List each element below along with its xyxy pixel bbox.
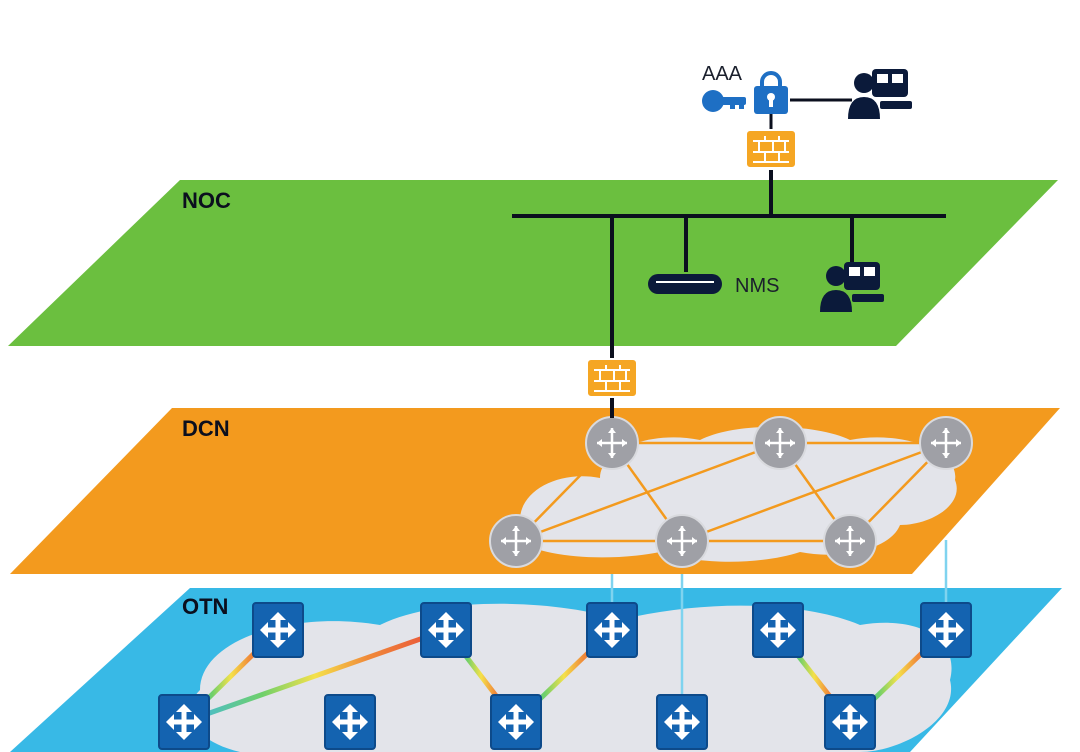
noc-layer-label: NOC (182, 188, 231, 213)
optical-switch-icon[interactable] (921, 603, 971, 657)
aaa-label: AAA (702, 63, 743, 85)
optical-switch-icon[interactable] (491, 695, 541, 749)
nms-server[interactable]: NMS (648, 274, 779, 297)
firewall-icon[interactable] (745, 129, 797, 169)
otn-layer-label: OTN (182, 594, 228, 619)
optical-switch-icon[interactable] (825, 695, 875, 749)
router-icon[interactable] (822, 513, 878, 569)
nms-label: NMS (735, 275, 779, 297)
optical-switch-icon[interactable] (421, 603, 471, 657)
optical-switch-icon[interactable] (253, 603, 303, 657)
dcn-link (515, 441, 781, 543)
aaa-access: AAA (702, 63, 912, 169)
noc-layer: NOC NMS (8, 170, 1058, 418)
dcn-layer: DCN (10, 408, 1060, 574)
router-icon[interactable] (752, 415, 808, 471)
dcn-link (681, 441, 947, 543)
router-icon[interactable] (488, 513, 544, 569)
operator-workstation-icon[interactable] (848, 69, 912, 119)
optical-switch-icon[interactable] (587, 603, 637, 657)
optical-switch-icon[interactable] (325, 695, 375, 749)
lock-icon[interactable] (754, 71, 788, 114)
noc-bus (512, 170, 946, 418)
optical-switch-icon[interactable] (753, 603, 803, 657)
server-icon (648, 274, 722, 294)
router-icon[interactable] (654, 513, 710, 569)
router-icon[interactable] (918, 415, 974, 471)
router-icon[interactable] (584, 415, 640, 471)
firewall-icon[interactable] (586, 358, 638, 398)
otn-link (183, 627, 447, 725)
optical-switch-icon[interactable] (159, 695, 209, 749)
noc-plane (8, 180, 1058, 346)
optical-switch-icon[interactable] (657, 695, 707, 749)
key-icon (702, 90, 746, 112)
dcn-layer-label: DCN (182, 416, 230, 441)
